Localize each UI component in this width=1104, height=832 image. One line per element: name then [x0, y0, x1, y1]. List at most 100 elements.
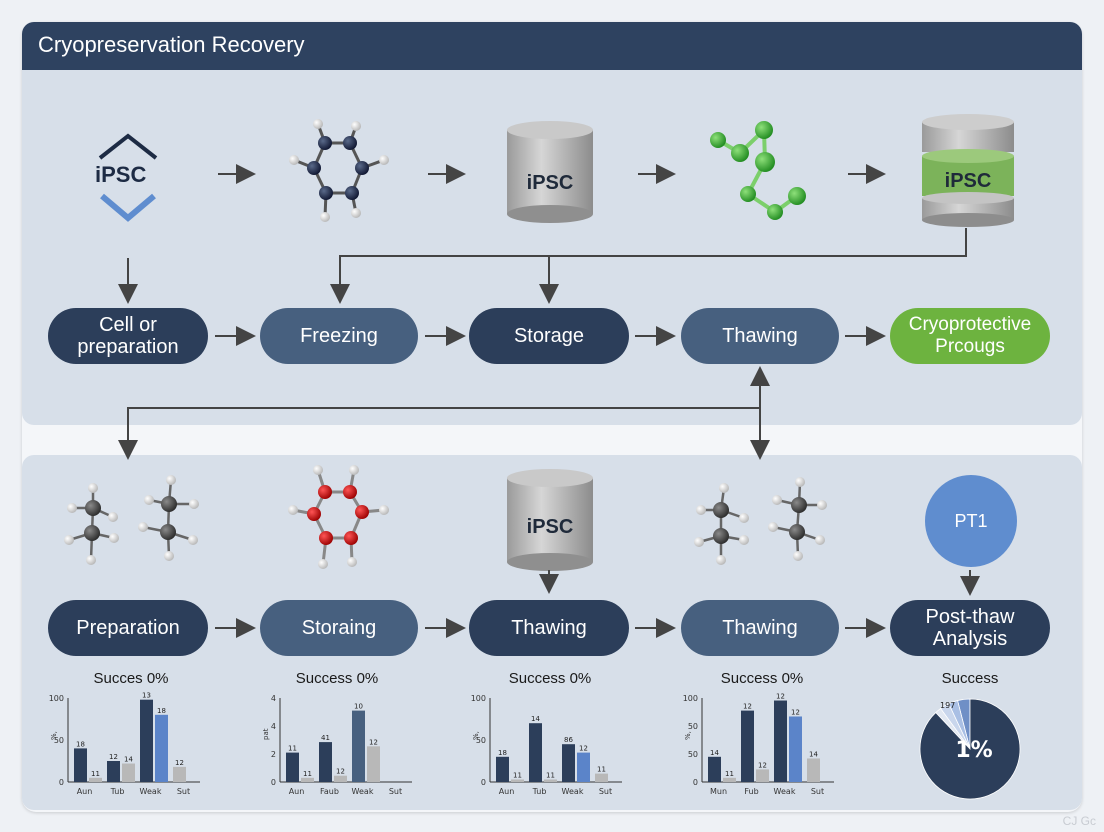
y-axis-label: %, [684, 731, 692, 740]
y-tick-label: 0 [59, 778, 64, 787]
step-label: Thawing [511, 617, 587, 639]
step-thawing-3[interactable]: Thawing [681, 600, 839, 656]
bar-value-label: 11 [91, 770, 100, 778]
title-bar: Cryopreservation Recovery [22, 22, 1082, 70]
bar [140, 699, 153, 782]
x-tick-label: Sut [389, 787, 402, 796]
success-label-2: Success 0% [295, 670, 379, 687]
bar [595, 773, 608, 782]
step-post-thaw-analysis[interactable]: Post-thaw Analysis [890, 600, 1050, 656]
ethane-molecules-2-icon [694, 477, 827, 565]
storage-cylinder-icon [507, 121, 593, 223]
bar [562, 744, 575, 782]
step-label: Preparation [76, 617, 180, 639]
y-tick-label: 100 [49, 694, 64, 703]
bar [107, 761, 120, 782]
x-tick-label: Weak [562, 787, 584, 796]
bar [89, 777, 102, 782]
y-tick-label: 50 [688, 722, 698, 731]
y-tick-label: 0 [481, 778, 486, 787]
watermark: CJ Gc [1062, 814, 1096, 828]
bar-value-label: 86 [564, 736, 573, 744]
x-tick-label: Aun [77, 787, 93, 796]
y-tick-label: 50 [476, 736, 486, 745]
step-cell-preparation[interactable]: Cell or preparation [48, 308, 208, 364]
red-ring-molecule-icon [288, 465, 389, 569]
cross-connectors [118, 366, 770, 460]
success-label-4: Success 0% [720, 670, 804, 687]
step-preparation[interactable]: Preparation [48, 600, 208, 656]
bar [496, 756, 509, 782]
bar-value-label: 41 [321, 734, 330, 742]
x-tick-label: Faub [320, 787, 339, 796]
x-tick-label: Mun [710, 787, 727, 796]
bar [807, 758, 820, 782]
bar [286, 752, 299, 782]
x-tick-label: Sut [599, 787, 612, 796]
y-tick-label: 100 [471, 694, 486, 703]
step-thawing[interactable]: Thawing [681, 308, 839, 364]
step-cryoprotective[interactable]: Cryoprotective Prcougs [890, 308, 1050, 364]
bar [319, 742, 332, 782]
pt1-label: PT1 [954, 510, 988, 531]
step-label: Cell or preparation [77, 314, 179, 358]
x-tick-label: Aun [289, 787, 305, 796]
y-tick-label: 4 [271, 694, 276, 703]
step-freezing[interactable]: Freezing [260, 308, 418, 364]
bar [544, 779, 557, 782]
success-label-5: Success [941, 670, 999, 687]
bar-value-label: 12 [336, 768, 345, 776]
bar-value-label: 11 [725, 770, 734, 778]
pt1-circle: PT1 [925, 475, 1017, 567]
pie-slice [919, 698, 1021, 800]
bar-value-label: 14 [710, 749, 719, 757]
bar [577, 752, 590, 782]
bar [367, 746, 380, 782]
y-axis-label: %, [50, 731, 58, 740]
y-axis-label: %, [472, 731, 480, 740]
step-storaing[interactable]: Storaing [260, 600, 418, 656]
x-tick-label: Weak [774, 787, 796, 796]
bar-value-label: 12 [776, 693, 785, 701]
bar-value-label: 11 [546, 771, 555, 779]
bar-value-label: 12 [758, 761, 767, 769]
ipsc-logo-text: iPSC [95, 162, 147, 187]
cylinder-1-label: iPSC [526, 172, 574, 194]
y-tick-label: 50 [54, 736, 64, 745]
y-tick-label: 100 [683, 694, 698, 703]
step-label: Post-thaw Analysis [925, 606, 1015, 650]
bar-value-label: 12 [579, 745, 588, 753]
pie-small-label: 197 [940, 701, 955, 710]
step-label: Storaing [301, 617, 377, 639]
bar [741, 710, 754, 782]
bar-value-label: 18 [76, 740, 85, 748]
ethane-molecules-icon [64, 475, 199, 565]
bar-value-label: 11 [513, 771, 522, 779]
success-label-3: Success 0% [508, 670, 592, 687]
diagram-title: Cryopreservation Recovery [38, 32, 305, 57]
pie-center-label: 1% [955, 738, 992, 763]
step-label: Cryoprotective Prcougs [908, 314, 1032, 357]
bar-value-label: 12 [109, 753, 118, 761]
cryo-tank-icon [922, 114, 1014, 227]
x-tick-label: Tub [532, 787, 547, 796]
bar-value-label: 12 [369, 738, 378, 746]
step-label: Freezing [300, 325, 378, 347]
bar [74, 748, 87, 782]
step-label: Thawing [722, 325, 798, 347]
bar [708, 756, 721, 782]
bar [756, 769, 769, 782]
y-tick-label: 2 [271, 750, 276, 759]
bar-value-label: 10 [354, 703, 363, 711]
green-molecule-icon [710, 121, 806, 220]
step-label: Storage [513, 325, 585, 347]
step-label: Thawing [722, 617, 798, 639]
step-thawing-2[interactable]: Thawing [469, 600, 629, 656]
bar [723, 777, 736, 782]
step-storage[interactable]: Storage [469, 308, 629, 364]
bar [122, 763, 135, 782]
molecule-hexagon-icon [289, 119, 389, 222]
